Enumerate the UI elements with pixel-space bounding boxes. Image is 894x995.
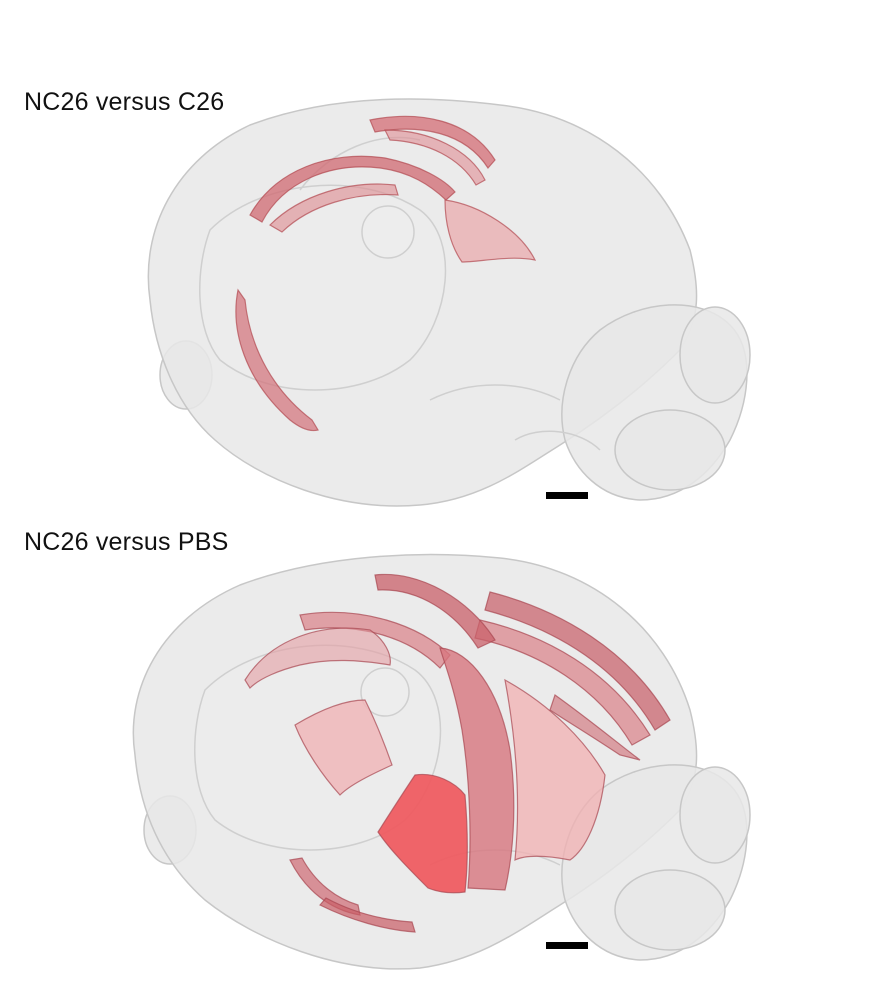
region-lower-arc-2 (319, 897, 416, 933)
region-band-2 (504, 678, 606, 862)
panel-nc26-vs-c26: NC26 versus C26 (24, 88, 751, 507)
panel-title: NC26 versus PBS (24, 528, 229, 556)
region-back-arc-1 (484, 591, 671, 731)
highlighted-regions (235, 115, 537, 432)
brain-inner-structures (199, 136, 601, 451)
region-strong-patch (377, 773, 468, 894)
scale-bar (546, 492, 588, 499)
region-back-arc-3 (549, 694, 641, 761)
region-patch (444, 199, 537, 263)
region-arc-4 (269, 183, 399, 233)
highlighted-regions (244, 573, 671, 933)
brain-render-nc26-vs-pbs (132, 553, 751, 970)
region-lower-arc-1 (289, 857, 361, 916)
region-arc-1 (369, 115, 496, 169)
scale-bar (546, 942, 588, 949)
brain-render-nc26-vs-c26 (147, 98, 751, 507)
panel-nc26-vs-pbs: NC26 versus PBS (0, 520, 894, 995)
region-top-arc-3 (244, 627, 391, 689)
region-arc-2 (384, 129, 486, 186)
region-band-1 (439, 647, 515, 891)
panel-title: NC26 versus C26 (24, 88, 225, 116)
region-top-arc-1 (374, 573, 496, 649)
region-back-arc-2 (474, 619, 651, 746)
region-left-patch (294, 699, 393, 796)
region-vertical-arc (235, 288, 319, 432)
